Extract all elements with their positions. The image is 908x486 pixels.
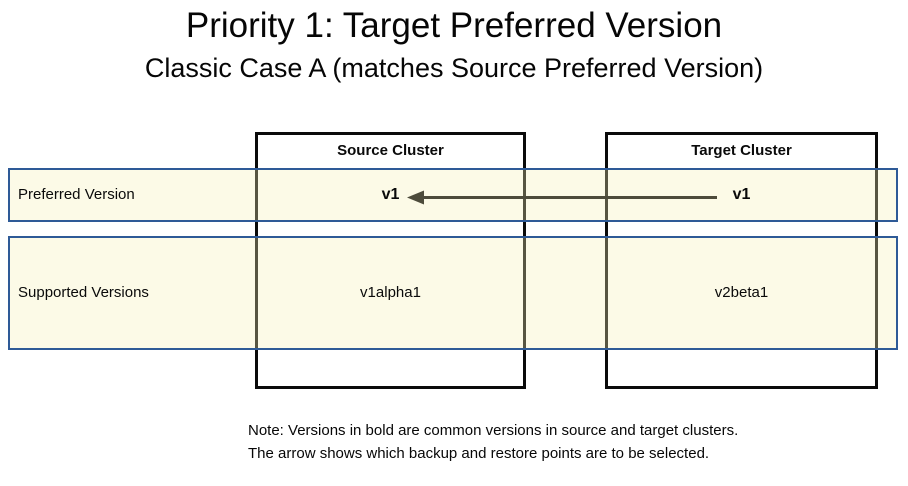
source-cluster-box: Source Cluster xyxy=(255,132,526,389)
note-line-2: The arrow shows which backup and restore… xyxy=(248,445,710,462)
note-text: Note: Versions in bold are common versio… xyxy=(248,419,738,465)
source-cluster-header: Source Cluster xyxy=(337,142,444,159)
page-subtitle: Classic Case A (matches Source Preferred… xyxy=(144,53,764,83)
source-preferred-version: v1 xyxy=(381,186,400,203)
source-supported-version: v1alpha1 xyxy=(360,284,421,301)
supported-versions-band xyxy=(8,236,898,350)
preferred-version-band xyxy=(8,168,898,222)
page-title: Priority 1: Target Preferred Version xyxy=(185,6,723,45)
target-cluster-header: Target Cluster xyxy=(691,142,792,159)
supported-versions-label: Supported Versions xyxy=(18,284,149,301)
target-preferred-version: v1 xyxy=(732,186,751,203)
note-line-1: Note: Versions in bold are common versio… xyxy=(248,422,739,439)
target-cluster-box: Target Cluster xyxy=(605,132,878,389)
preferred-version-label: Preferred Version xyxy=(18,186,135,203)
target-supported-version: v2beta1 xyxy=(714,284,769,301)
